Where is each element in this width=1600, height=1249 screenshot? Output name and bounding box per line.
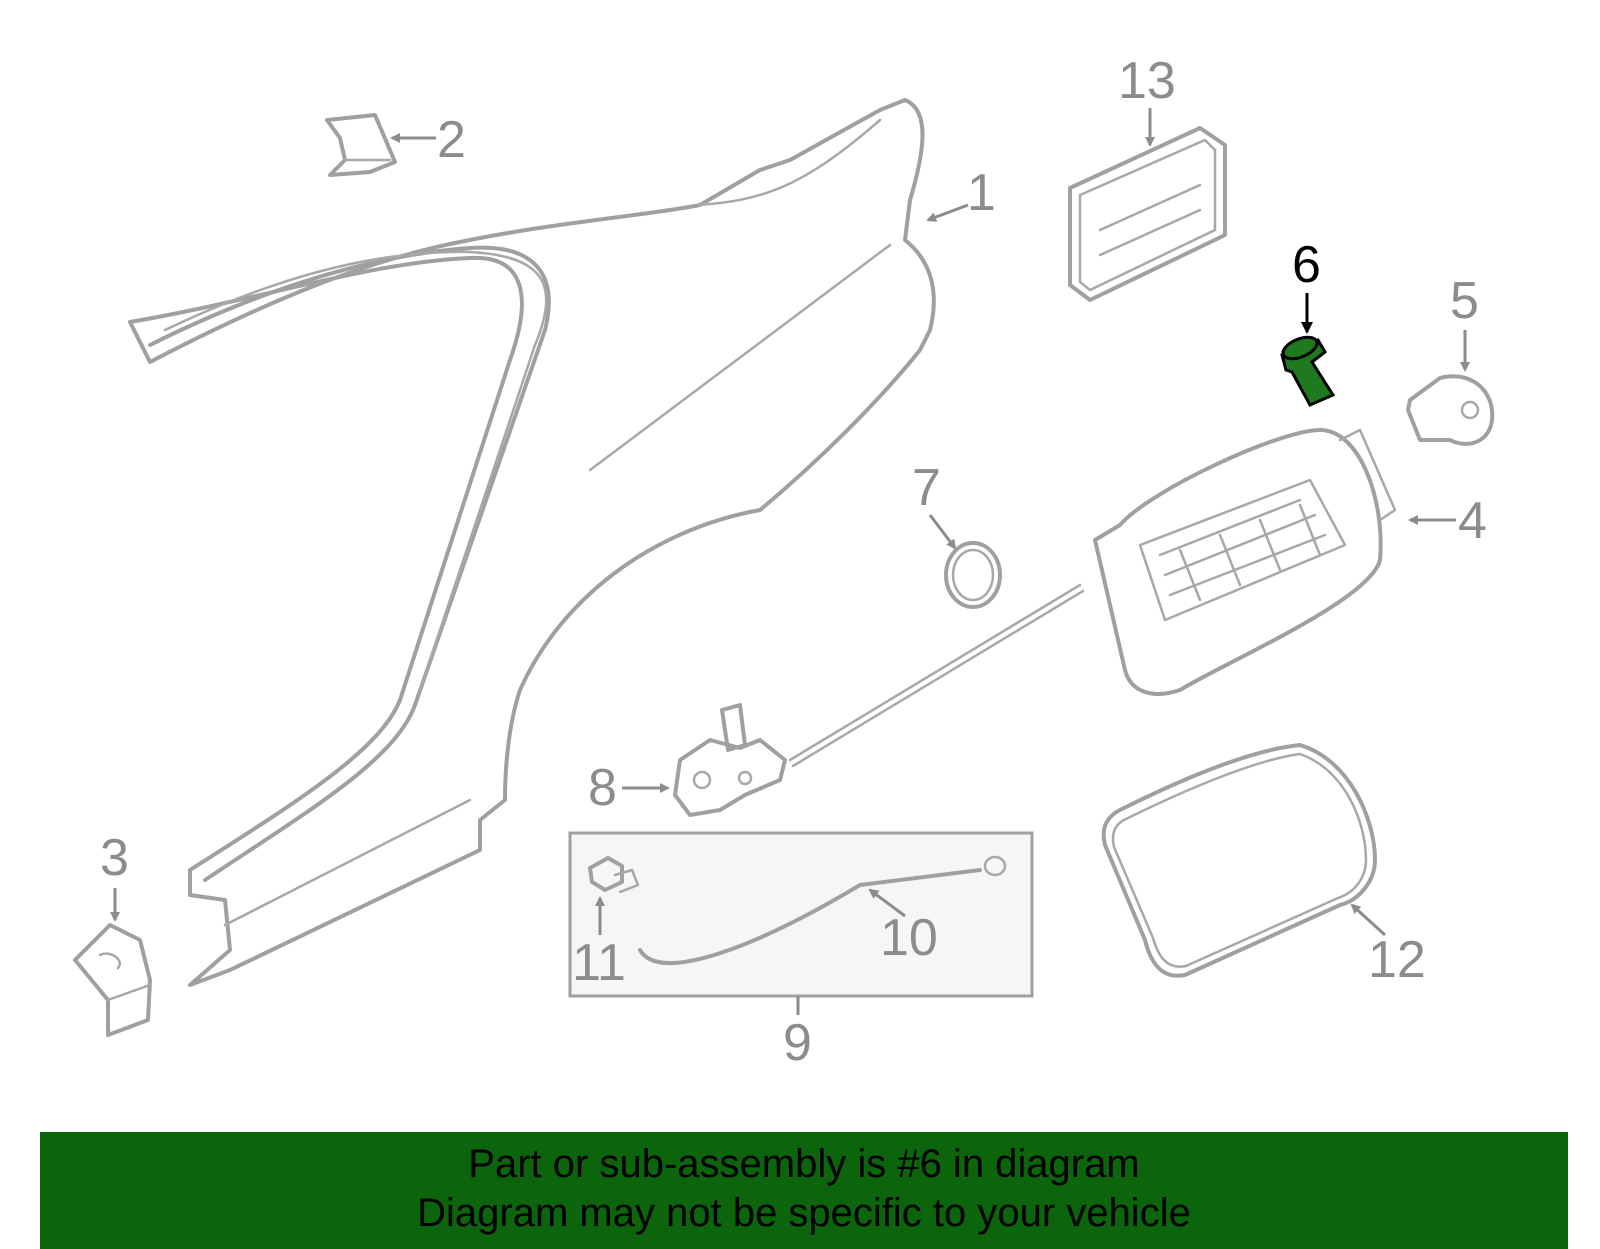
part-8-actuator bbox=[673, 703, 787, 817]
part-5-housing bbox=[1406, 374, 1495, 446]
part-4-fuel-door-housing bbox=[1093, 428, 1397, 696]
callout-12: 12 bbox=[1368, 931, 1426, 989]
leader-lines bbox=[110, 108, 1470, 1015]
part-10-cable bbox=[638, 855, 1007, 965]
banner-line-1: Part or sub-assembly is #6 in diagram bbox=[468, 1142, 1140, 1186]
callout-4: 4 bbox=[1458, 492, 1487, 550]
part-2-bracket bbox=[325, 113, 397, 177]
callout-13: 13 bbox=[1118, 52, 1176, 110]
callout-9: 9 bbox=[783, 1014, 812, 1072]
part-13-panel bbox=[1068, 126, 1227, 302]
callout-6: 6 bbox=[1292, 236, 1321, 294]
callout-5: 5 bbox=[1450, 272, 1479, 330]
callout-10: 10 bbox=[880, 909, 938, 967]
callout-11: 11 bbox=[572, 934, 626, 992]
part-9-kit-box bbox=[568, 831, 1034, 998]
part-3-bracket bbox=[73, 923, 152, 1037]
part-11-bolt bbox=[588, 856, 640, 894]
callout-2: 2 bbox=[437, 111, 466, 169]
part-6-plug bbox=[1280, 335, 1336, 407]
callout-7: 7 bbox=[912, 459, 941, 517]
callout-8: 8 bbox=[588, 759, 617, 817]
info-banner: Part or sub-assembly is #6 in diagram Di… bbox=[40, 1132, 1568, 1249]
banner-line-2: Diagram may not be specific to your vehi… bbox=[417, 1191, 1191, 1235]
callout-3: 3 bbox=[100, 829, 129, 887]
part-1-quarter-panel bbox=[128, 98, 936, 987]
part-7-grommet bbox=[944, 541, 1002, 609]
release-rod bbox=[788, 583, 1085, 768]
callout-1: 1 bbox=[967, 164, 996, 222]
part-12-fuel-door bbox=[1101, 743, 1377, 978]
